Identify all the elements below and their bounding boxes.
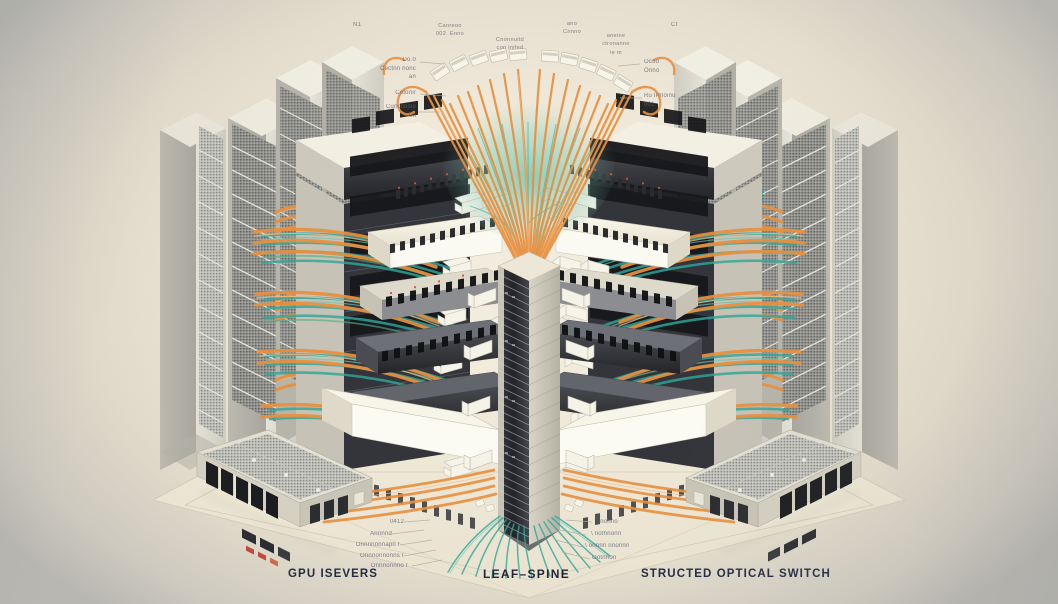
fiber-patch-blocks-top: [430, 48, 634, 93]
label-gpu-servers: GPU ISEVERS: [288, 568, 379, 580]
br-callout-1-line-1: Jnonno: [597, 519, 618, 525]
right-callout-1: Ocoo Onno: [644, 58, 716, 75]
fiber-bundles-right: [582, 227, 806, 457]
rack-left-2-indicators: [242, 528, 290, 567]
gpu-server-chassis: [196, 429, 373, 556]
patch-row-4: [437, 303, 588, 327]
br-callout-2: \ nothnonn: [591, 530, 661, 539]
leaf-switch-right-1: [555, 164, 691, 269]
left-callout-2-line-1: Cotonir: [395, 90, 416, 96]
bl-callout-1-line-1: 0412: [389, 519, 404, 525]
bl-callout-4-line-1: Onnnonnonns r: [360, 553, 404, 559]
br-callout-4-line-1: Ootnnon: [592, 555, 617, 561]
left-callout-3-line-2: on: [408, 112, 416, 119]
rack-tag-right: Ct: [671, 22, 678, 28]
spine-tower: [497, 251, 561, 551]
right-callout-1-line-2: Onno: [644, 67, 660, 74]
left-callout-1-line-3: an: [408, 74, 416, 81]
top-callout-3-line-1: ano: [566, 21, 578, 27]
top-callout-4-line-1: aneine: [606, 33, 626, 39]
right-callout-2: Ru IPnoinu 001: [644, 92, 720, 109]
bl-callout-1: 0412: [360, 518, 404, 527]
label-leaf-spine: LEAF–SPINE: [483, 567, 571, 581]
leaf-switch-left-5: [321, 387, 501, 530]
leaf-switch-right-3: [545, 269, 703, 374]
callout-leaders: [391, 61, 642, 567]
top-callout-2: Cnonnuitd con inifed: [486, 36, 534, 53]
br-callout-3-line-1: \ onnnn nnonnn: [585, 543, 630, 549]
leaf-switch-left-2: [359, 217, 509, 320]
top-callout-2-line-1: Cnonnuitd: [495, 37, 525, 43]
leaf-switch-right-5: [557, 387, 737, 530]
top-fiber-fanout: [382, 48, 676, 270]
bl-callout-3-line-1: Onnnnnnnapn r: [355, 542, 400, 548]
br-callout-2-line-1: \ nothnonn: [591, 531, 622, 537]
bl-callout-3: Onnnnnnnapn r: [306, 541, 400, 550]
left-callout-1-line-2: Cectnn nonc: [380, 65, 416, 72]
rack-right-2-indicators: [768, 528, 816, 562]
bl-callout-2-line-1: Annnnd: [370, 531, 392, 537]
bl-callout-5-line-1: Onnnonnno r: [370, 563, 408, 569]
rack-left-1: [160, 112, 226, 470]
leaf-switch-arms-right: [541, 164, 737, 530]
left-callout-3-line-1: Cuncoosio: [385, 104, 416, 110]
leaf-switch-left-3: [355, 269, 513, 374]
right-callout-2-line-2: 001: [644, 101, 655, 108]
optical-switch-chassis: [685, 429, 862, 556]
rack-tag-left: N1: [353, 22, 362, 28]
br-callout-1: Jnonno: [597, 518, 649, 527]
top-callout-1-line-2: 002. Enno: [435, 31, 465, 38]
left-callout-2: Cotonir: [352, 89, 416, 98]
top-callout-4-line-3: ie m: [610, 49, 622, 56]
br-callout-4: Ootnnon: [592, 554, 656, 563]
top-callout-2-line-2: con inifed: [496, 45, 524, 52]
top-callout-4-line-2: ctronanne: [602, 41, 630, 48]
top-callout-3: ano Cnnno: [554, 20, 590, 37]
left-callout-1-line-1: Do.0: [402, 57, 416, 63]
left-callout-1: Do.0 Cectnn nonc an: [340, 56, 416, 82]
left-callout-3: Cuncoosio on: [340, 103, 416, 120]
right-callout-1-line-1: Ocoo: [644, 59, 660, 65]
tower-patch-clips: [461, 287, 597, 471]
top-callout-1: Canreoo 002. Enno: [428, 22, 472, 39]
leaf-switch-arms-left: [321, 163, 517, 530]
bl-callout-5: Onnnonnno r: [320, 562, 408, 571]
right-callout-2-line-1: Ru IPnoinu: [644, 93, 676, 99]
bl-callout-4: Onnnonnonns r: [310, 552, 404, 561]
top-callout-1-line-1: Canreoo: [438, 23, 462, 29]
bl-callout-2: Annnnd: [334, 530, 392, 539]
label-structed-optical-switch: STRUCTED OPTICAL SWITCH: [641, 568, 831, 580]
top-callout-3-line-2: Cnnno: [563, 29, 581, 36]
rack-right-1: [832, 112, 898, 470]
br-callout-3: \ onnnn nnonnn: [585, 542, 671, 551]
top-callout-4: aneine ctronanne ie m: [592, 32, 640, 57]
